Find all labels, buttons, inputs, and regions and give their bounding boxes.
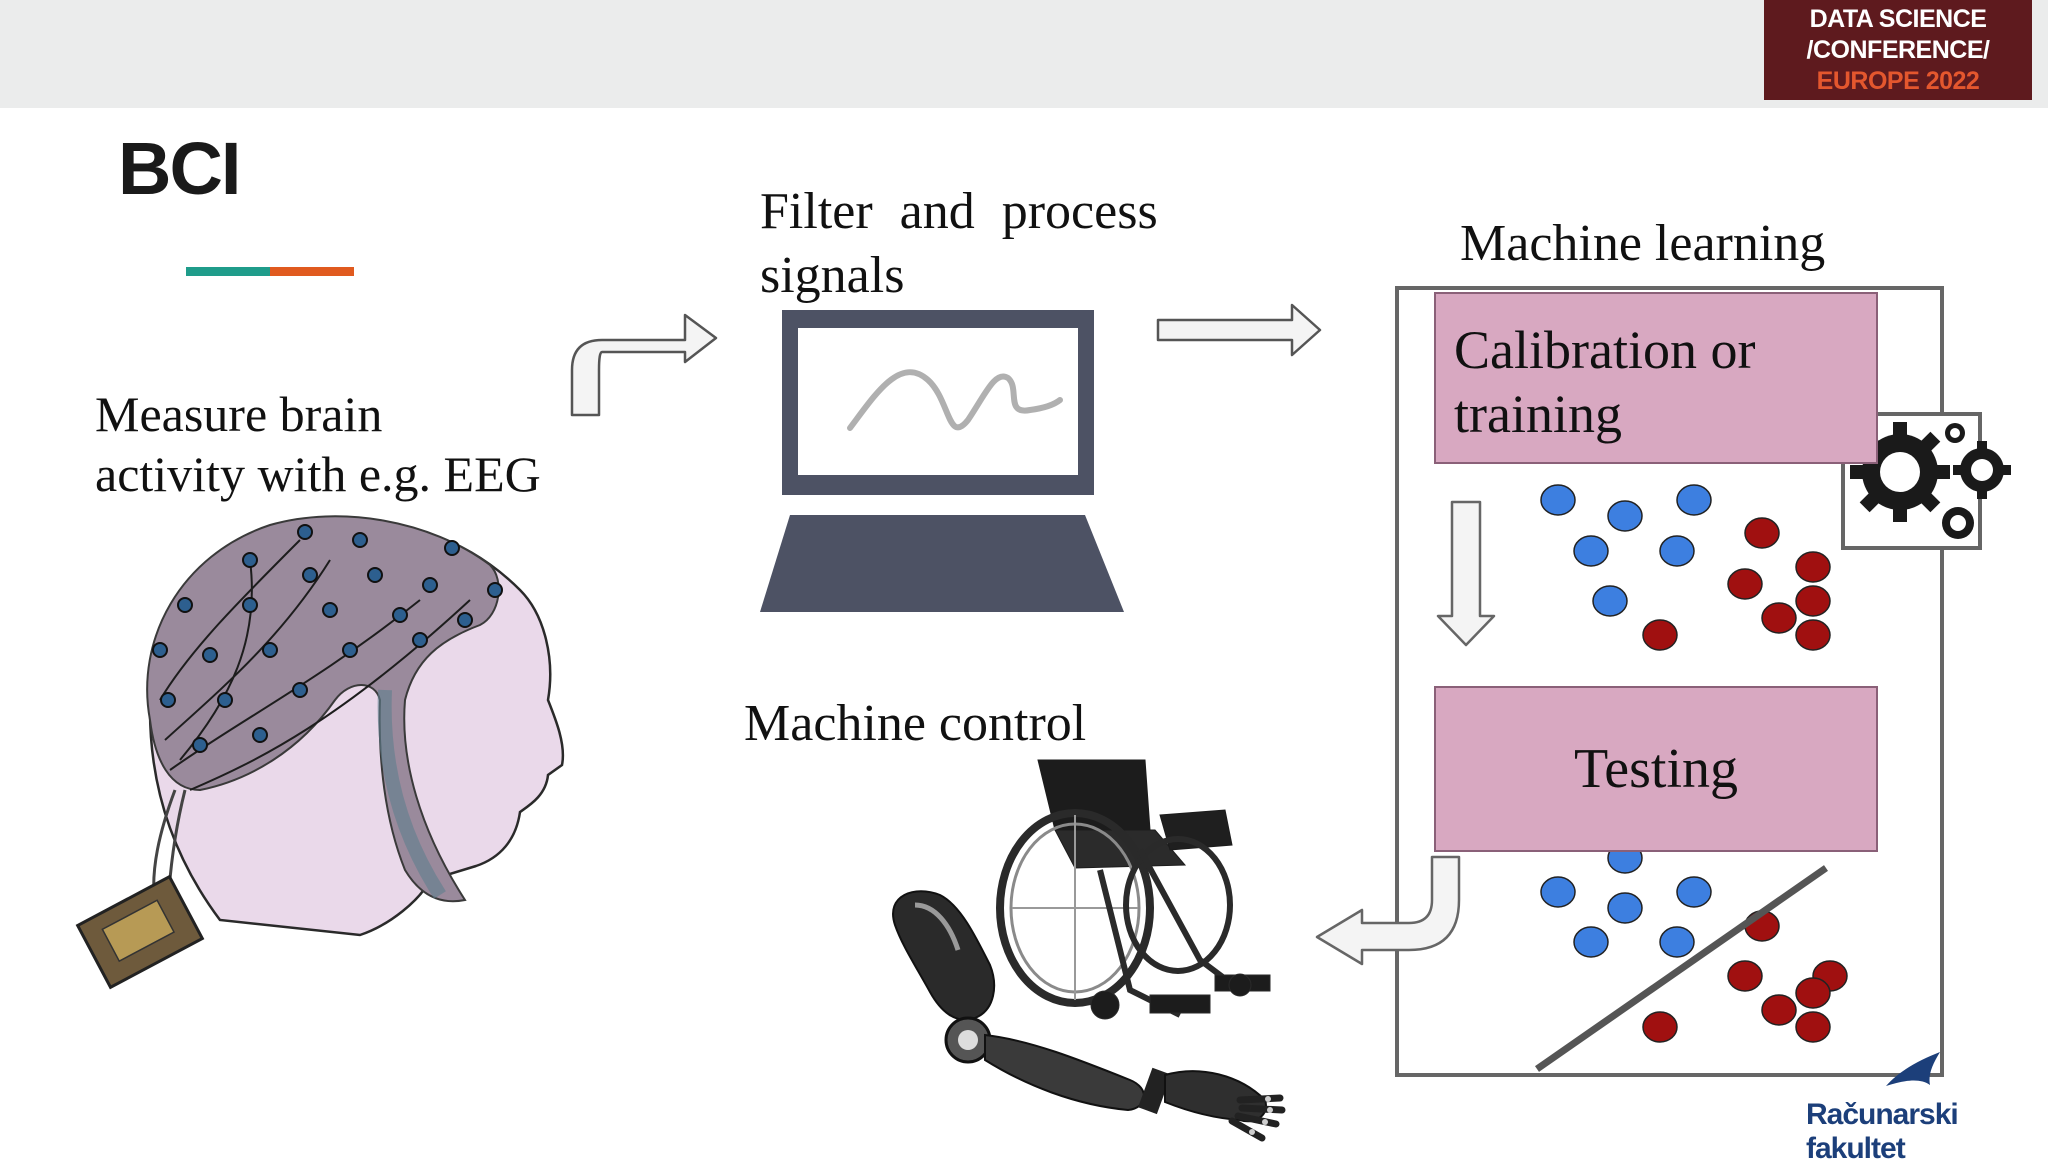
measure-label-line1: Measure brain	[95, 386, 383, 442]
calibration-label: Calibration or training	[1454, 318, 1755, 446]
filter-label: Filter and process signals	[760, 180, 1158, 308]
arrow-icon	[1156, 303, 1322, 357]
eeg-head-illustration	[75, 515, 565, 990]
training-data-points	[1540, 484, 1831, 651]
laptop-icon	[760, 310, 1124, 612]
title-underline-teal	[186, 267, 270, 276]
filter-label-line1: Filter and process	[760, 183, 1158, 240]
arrow-icon	[1436, 500, 1496, 647]
arrow-icon	[570, 313, 718, 417]
measure-label-line2: activity with e.g. EEG	[95, 446, 541, 502]
decision-boundary-line	[1535, 865, 1828, 1072]
university-logo-icon	[1886, 1052, 1940, 1086]
calibration-label-line2: training	[1454, 384, 1622, 444]
calibration-label-line1: Calibration or	[1454, 320, 1756, 380]
title-underline-orange	[270, 267, 354, 276]
slide-title: BCI	[118, 127, 241, 210]
machine-learning-label: Machine learning	[1460, 215, 1826, 272]
conference-logo-line1: DATA SCIENCE	[1809, 4, 1987, 33]
testing-box: Testing	[1434, 686, 1878, 852]
wheelchair-image	[996, 759, 1271, 1020]
testing-label: Testing	[1573, 738, 1739, 800]
university-logo-text: Računarski fakultet	[1806, 1098, 1959, 1165]
gears-icon	[1841, 412, 2011, 550]
prosthetic-arm-image	[892, 890, 1286, 1142]
machine-control-label: Machine control	[744, 695, 1087, 752]
calibration-box: Calibration or training	[1434, 292, 1878, 464]
conference-logo-line3: EUROPE 2022	[1816, 66, 1980, 95]
conference-logo-line2: /CONFERENCE/	[1806, 35, 1990, 64]
conference-logo: DATA SCIENCE /CONFERENCE/ EUROPE 2022	[1764, 0, 2032, 100]
top-bar	[0, 0, 2048, 108]
filter-label-line2: signals	[760, 247, 905, 304]
measure-label: Measure brain activity with e.g. EEG	[95, 384, 541, 504]
machine-learning-frame	[1395, 286, 1944, 1077]
testing-data-points	[1540, 842, 1848, 1043]
arrow-icon	[1315, 855, 1461, 966]
